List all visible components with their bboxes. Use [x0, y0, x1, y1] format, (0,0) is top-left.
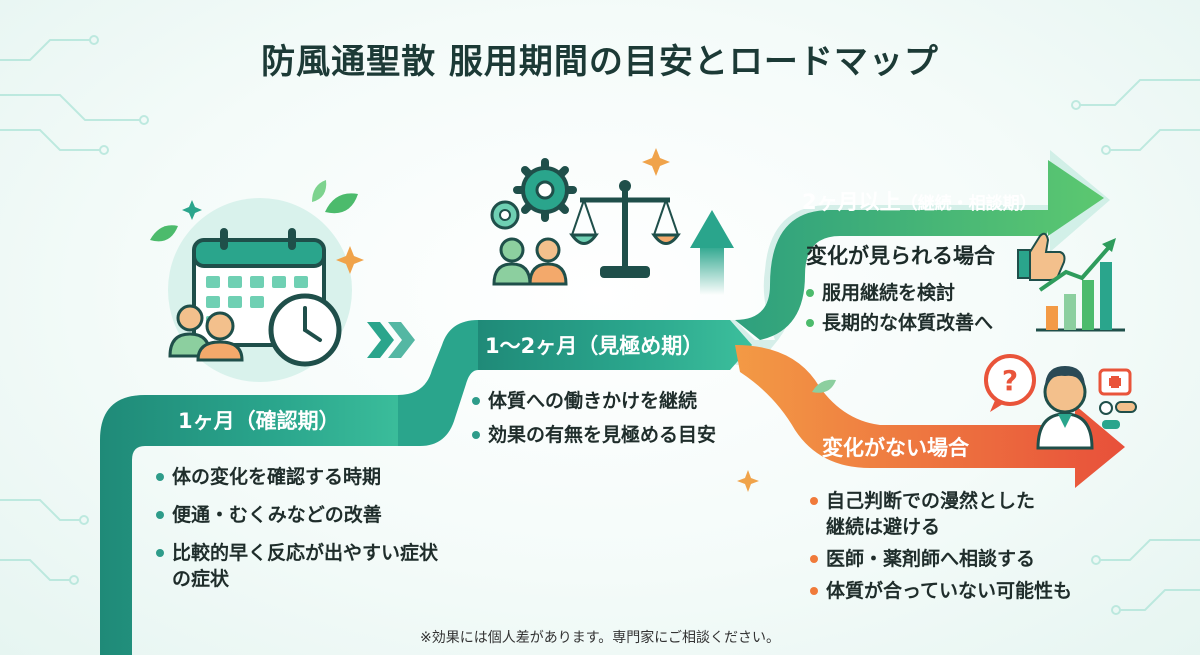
stage1-label: 1ヶ月（確認期）	[178, 409, 340, 433]
stage3-label-sub: （継続・相談期）	[900, 194, 1037, 214]
thumbs-up-icon	[1017, 232, 1066, 281]
circuit-decoration	[0, 35, 1200, 615]
balance-scale-icon	[569, 180, 681, 278]
case-no-bullet-1-cont: 継続は避ける	[826, 516, 941, 538]
stage2-bullet-1: 体質への働きかけを継続	[471, 386, 697, 416]
page-title: 防風通聖散 服用期間の目安とロードマップ	[261, 42, 939, 82]
sparkle-icon	[182, 148, 759, 492]
svg-text:?: ?	[1002, 364, 1018, 397]
growth-chart-icon	[1036, 238, 1125, 332]
stage3-label: 2ヶ月以上（継続・相談期）	[802, 186, 1037, 216]
case-no-bullet-1: 自己判断での漫然とした	[809, 486, 1035, 516]
stage1-bullet-3: 比較的早く反応が出やすい症状	[155, 538, 438, 568]
people-icon	[492, 237, 568, 286]
case-no-bullet-2: 医師・薬剤師へ相談する	[809, 544, 1035, 574]
case-yes-bullet-2: 長期的な体質改善へ	[805, 308, 993, 338]
stage1-bullet-2: 便通・むくみなどの改善	[156, 500, 382, 530]
stage2-bullet-2: 効果の有無を見極める目安	[471, 420, 716, 450]
case-no-heading: 変化がない場合	[822, 436, 969, 460]
leaf-icon	[150, 180, 836, 393]
case-yes-heading: 変化が見られる場合	[806, 244, 995, 268]
stage3-label-main: 2ヶ月以上	[802, 190, 901, 214]
doctor-icon	[1036, 366, 1094, 450]
stage2-label: 1〜2ヶ月（見極め期）	[485, 334, 704, 358]
question-bubble-icon: ?	[984, 354, 1036, 412]
medical-kit-icon	[1098, 368, 1132, 396]
footnote: ※効果には個人差があります。専門家にご相談ください。	[419, 630, 781, 646]
stage1-bullet-1: 体の変化を確認する時期	[155, 462, 381, 492]
case-yes-bullet-1: 服用継続を検討	[805, 278, 955, 308]
up-arrow-icon	[690, 210, 734, 295]
clock-icon	[268, 293, 342, 367]
chevron-right-icon	[367, 322, 415, 358]
stage1-bullet-3-cont: の症状	[172, 568, 230, 590]
pills-icon	[1099, 401, 1137, 429]
people-icon	[168, 304, 244, 362]
case-no-bullet-3: 体質が合っていない可能性も	[809, 576, 1072, 606]
gear-icon	[490, 158, 577, 230]
